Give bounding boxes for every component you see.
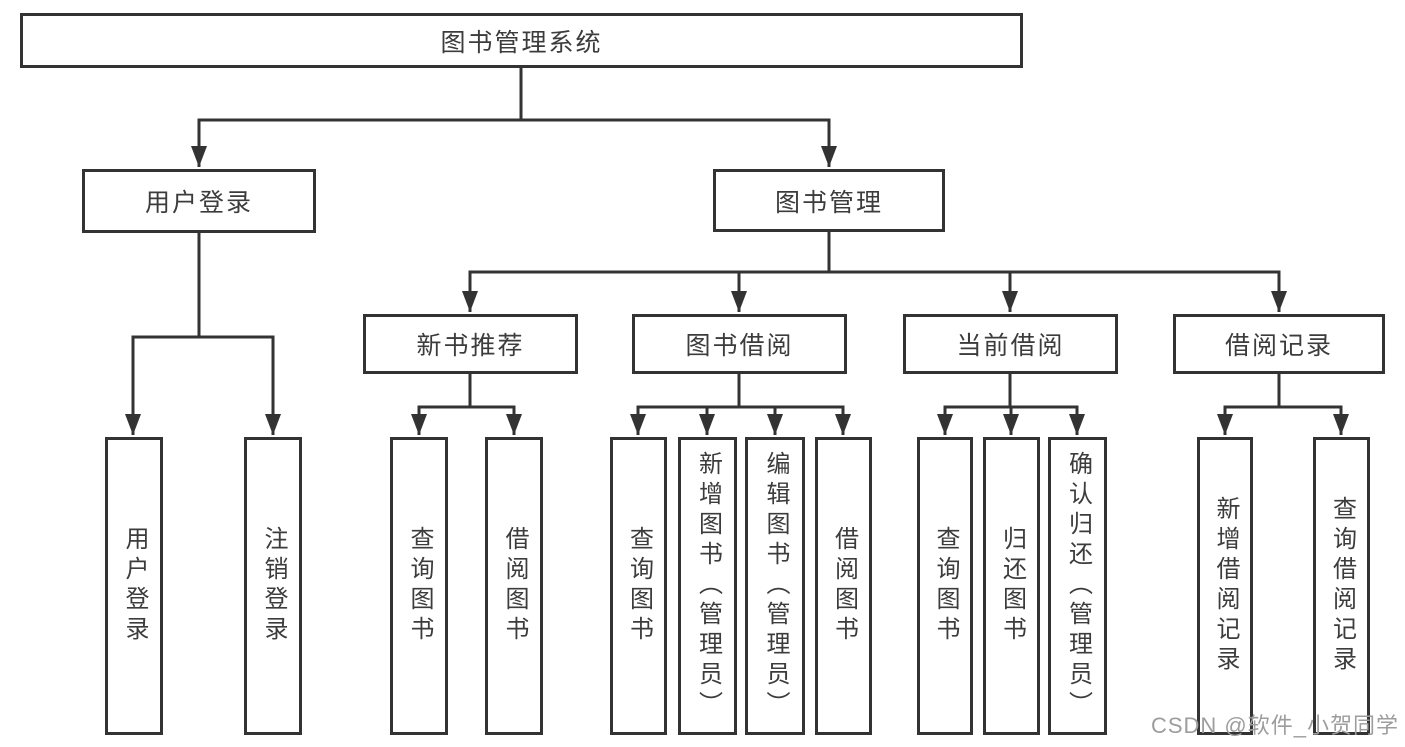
node-library-management-system: 图书管理系统	[20, 13, 1023, 68]
node-label: 图书管理系统	[440, 28, 603, 57]
csdn-watermark: CSDN @软件_小贺同学	[1150, 713, 1399, 738]
node-label: 查询图书	[932, 526, 959, 646]
node-label: 编辑图书（管理员）	[762, 451, 789, 721]
node-label: 查询借阅记录	[1328, 496, 1356, 676]
leaf-borrow-books: 借阅图书	[815, 437, 872, 735]
node-label: 借阅记录	[1224, 332, 1333, 360]
leaf-return-book: 归还图书	[983, 437, 1040, 735]
leaf-confirm-return-admin: 确认归还（管理员）	[1048, 437, 1107, 735]
leaf-user-login: 用户登录	[105, 437, 163, 735]
node-book-management: 图书管理	[713, 169, 945, 232]
leaf-logout: 注销登录	[244, 437, 302, 735]
node-label: 查询图书	[625, 526, 653, 646]
node-label: 新增借阅记录	[1212, 496, 1239, 676]
node-label: 图书借阅	[685, 332, 794, 360]
node-label: 用户登录	[144, 189, 253, 217]
node-label: 借阅图书	[501, 526, 528, 646]
leaf-add-borrow-record: 新增借阅记录	[1197, 437, 1253, 735]
node-book-borrowing: 图书借阅	[632, 314, 847, 374]
node-label: 新书推荐	[416, 332, 525, 360]
node-user-login: 用户登录	[82, 169, 316, 233]
leaf-borrow-books: 借阅图书	[485, 437, 543, 735]
node-label: 查询图书	[406, 526, 433, 646]
leaf-add-book-admin: 新增图书（管理员）	[678, 437, 737, 735]
node-label: 归还图书	[998, 526, 1026, 646]
node-label: 注销登录	[260, 526, 287, 646]
node-label: 用户登录	[121, 526, 148, 646]
leaf-query-books: 查询图书	[917, 437, 973, 735]
node-label: 借阅图书	[830, 526, 858, 646]
node-label: 确认归还（管理员）	[1064, 451, 1092, 721]
leaf-edit-book-admin: 编辑图书（管理员）	[745, 437, 805, 735]
leaf-query-books: 查询图书	[610, 437, 667, 735]
leaf-query-books: 查询图书	[390, 437, 448, 735]
node-borrowing-records: 借阅记录	[1173, 314, 1385, 374]
leaf-query-borrow-record: 查询借阅记录	[1313, 437, 1370, 735]
node-label: 图书管理	[774, 188, 883, 217]
node-new-book-recommendation: 新书推荐	[363, 314, 578, 374]
node-current-borrowing: 当前借阅	[903, 314, 1118, 374]
node-label: 新增图书（管理员）	[694, 451, 722, 721]
node-label: 当前借阅	[956, 332, 1065, 360]
